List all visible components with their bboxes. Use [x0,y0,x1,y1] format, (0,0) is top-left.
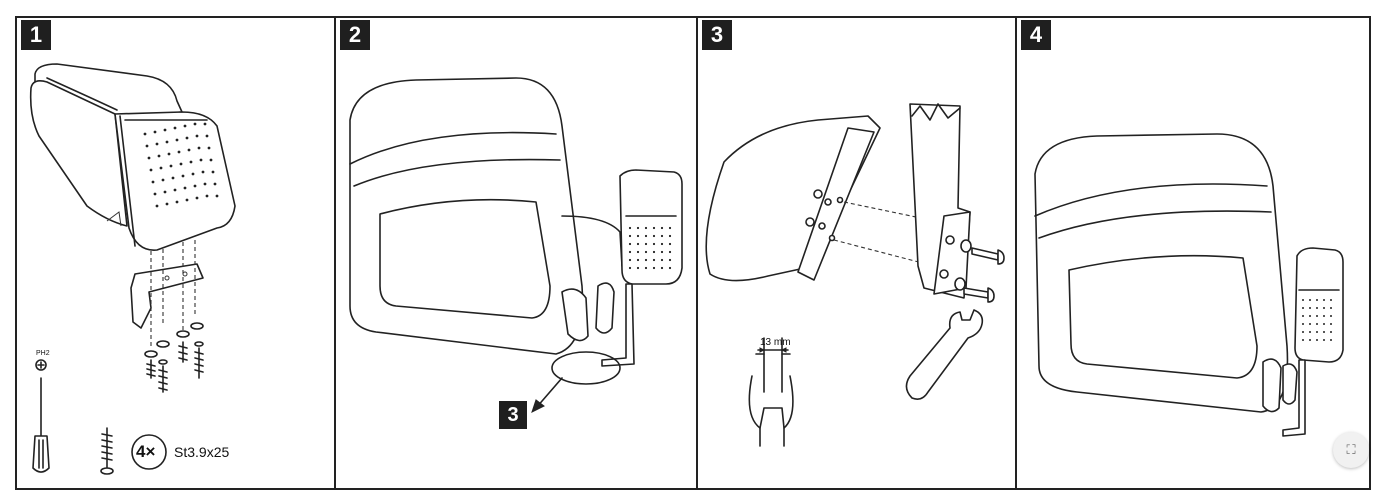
screw-spec-label: St3.9x25 [174,444,230,460]
step-4-panel: 4 [1017,16,1369,490]
step-1-panel: 1 [17,16,334,490]
mesh-pad-pattern [628,226,672,270]
detail-callout [551,351,621,385]
quantity-circle [131,434,167,470]
seat-with-armrest-illustration [349,77,683,413]
step-3-panel: 3 13 [698,16,1015,490]
phillips-screwdriver-icon [32,359,50,473]
wood-screw-icon [100,427,114,475]
step-number-badge: 4 [1021,20,1051,50]
open-end-wrench-icon [905,309,984,400]
armrest-illustration [29,63,236,475]
panel-divider-2 [696,16,698,490]
completed-installation-illustration [1034,133,1344,437]
screw-set [144,322,204,393]
panel-divider-1 [334,16,336,490]
bolt-fastening-illustration [705,103,1005,447]
screw-quantity: 4× [136,442,156,461]
wrench-size-label: 13 mm [760,337,791,348]
mesh-pad-pattern [1302,299,1332,341]
panel-divider-3 [1015,16,1017,490]
exit-fullscreen-button[interactable]: ⛶ [1333,432,1369,468]
mesh-pad-pattern [143,122,219,208]
step-number-badge: 1 [21,20,51,50]
step-number-badge: 3 [702,20,732,50]
detail-reference-badge: 3 [499,401,527,429]
exit-fullscreen-icon: ⛶ [1346,442,1356,457]
step-number-badge: 2 [340,20,370,50]
step-2-panel: 2 3 [336,16,696,490]
wrench-size-detail [748,337,794,447]
tool-size-label: PH2 [36,350,50,357]
